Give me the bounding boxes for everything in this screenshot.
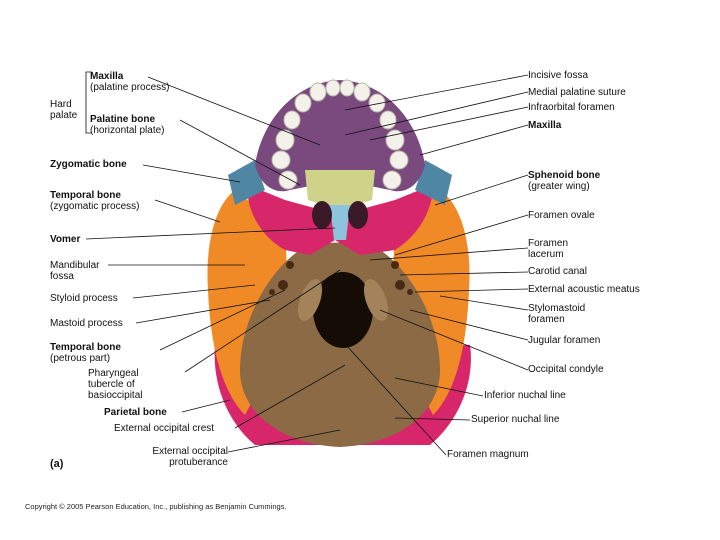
ext-occ-prot-line-2: protuberance: [169, 457, 228, 468]
temporal-pet-title: Temporal bone: [50, 342, 121, 353]
temporal-petrous-label: Temporal bone (petrous part): [50, 342, 121, 364]
pharyngeal-line-3: basioccipital: [88, 390, 143, 401]
foramen-lacerum-line-1: Foramen: [528, 238, 569, 249]
sphenoid-title: Sphenoid bone: [528, 170, 601, 181]
pharyngeal-tubercle-label: Pharyngeal tubercle of basioccipital: [88, 368, 142, 401]
jugular-foramen-label: Jugular foramen: [528, 335, 601, 346]
panel-label: (a): [50, 458, 64, 470]
mandibular-line-1: Mandibular: [50, 260, 100, 271]
external-acoustic-meatus-label: External acoustic meatus: [528, 284, 640, 295]
stylomastoid-line-2: foramen: [528, 314, 565, 325]
carotid-canal-label: Carotid canal: [528, 266, 587, 277]
external-occipital-crest-label: External occipital crest: [114, 423, 215, 434]
teeth-row: [271, 79, 409, 190]
stylomastoid-line-1: Stylomastoid: [528, 303, 586, 314]
copyright-notice: Copyright © 2005 Pearson Education, Inc.…: [25, 502, 287, 511]
palatine-bone-shape: [305, 170, 375, 210]
hard-palate-line-2: palate: [50, 110, 78, 121]
zygomatic-bone-right-shape: [415, 160, 452, 205]
temporal-zygomatic-label: Temporal bone (zygomatic process): [50, 190, 139, 212]
inferior-nuchal-line-label: Inferior nuchal line: [484, 390, 566, 401]
infraorbital-foramen-label: Infraorbital foramen: [528, 102, 615, 113]
vomer-label: Vomer: [50, 234, 81, 245]
maxilla-subtitle: (palatine process): [90, 82, 170, 93]
parietal-bone-label: Parietal bone: [104, 407, 167, 418]
choana-left: [312, 201, 332, 229]
temporal-pet-subtitle: (petrous part): [50, 353, 111, 364]
mandibular-fossa-label: Mandibular fossa: [50, 260, 99, 282]
maxilla-right-label: Maxilla: [528, 120, 562, 131]
foramina-dots: [269, 261, 413, 295]
pharyngeal-line-2: tubercle of: [88, 379, 135, 390]
foramen-magnum-shape: [313, 272, 373, 348]
maxilla-title: Maxilla: [90, 71, 124, 82]
foramen-lacerum-line-2: lacerum: [528, 249, 564, 260]
medial-palatine-suture-label: Medial palatine suture: [528, 87, 626, 98]
mastoid-process-label: Mastoid process: [50, 318, 123, 329]
temporal-zyg-subtitle: (zygomatic process): [50, 201, 140, 212]
superior-nuchal-line-label: Superior nuchal line: [471, 414, 560, 425]
occipital-condyle-left: [297, 279, 323, 321]
mandibular-line-2: fossa: [50, 271, 74, 282]
palatine-title: Palatine bone: [90, 114, 156, 125]
choana-right: [348, 201, 368, 229]
styloid-process-label: Styloid process: [50, 293, 118, 304]
palatine-subtitle: (horizontal plate): [90, 125, 165, 136]
zygomatic-bone-label: Zygomatic bone: [50, 159, 127, 170]
hard-palate-line-1: Hard: [50, 99, 72, 110]
maxilla-palatine-process-label: Maxilla (palatine process): [90, 71, 169, 93]
leader-lines: [85, 71, 529, 456]
external-occipital-protuberance-label: External occipital protuberance: [140, 446, 228, 468]
occipital-condyle-label: Occipital condyle: [528, 364, 604, 375]
stylomastoid-foramen-label: Stylomastoid foramen: [528, 303, 585, 325]
incisive-fossa-label: Incisive fossa: [528, 70, 589, 81]
sphenoid-bone-label: Sphenoid bone (greater wing): [528, 170, 600, 192]
foramen-magnum-label: Foramen magnum: [447, 449, 529, 460]
foramen-ovale-label: Foramen ovale: [528, 210, 595, 221]
vomer-shape: [330, 205, 350, 240]
hard-palate-label: Hard palate: [50, 99, 77, 121]
pharyngeal-line-1: Pharyngeal: [88, 368, 139, 379]
ext-occ-prot-line-1: External occipital: [152, 446, 228, 457]
palatine-bone-label: Palatine bone (horizontal plate): [90, 114, 164, 136]
zygomatic-bone-left-shape: [228, 160, 265, 205]
temporal-zyg-title: Temporal bone: [50, 190, 121, 201]
sphenoid-subtitle: (greater wing): [528, 181, 590, 192]
foramen-lacerum-label: Foramen lacerum: [528, 238, 568, 260]
